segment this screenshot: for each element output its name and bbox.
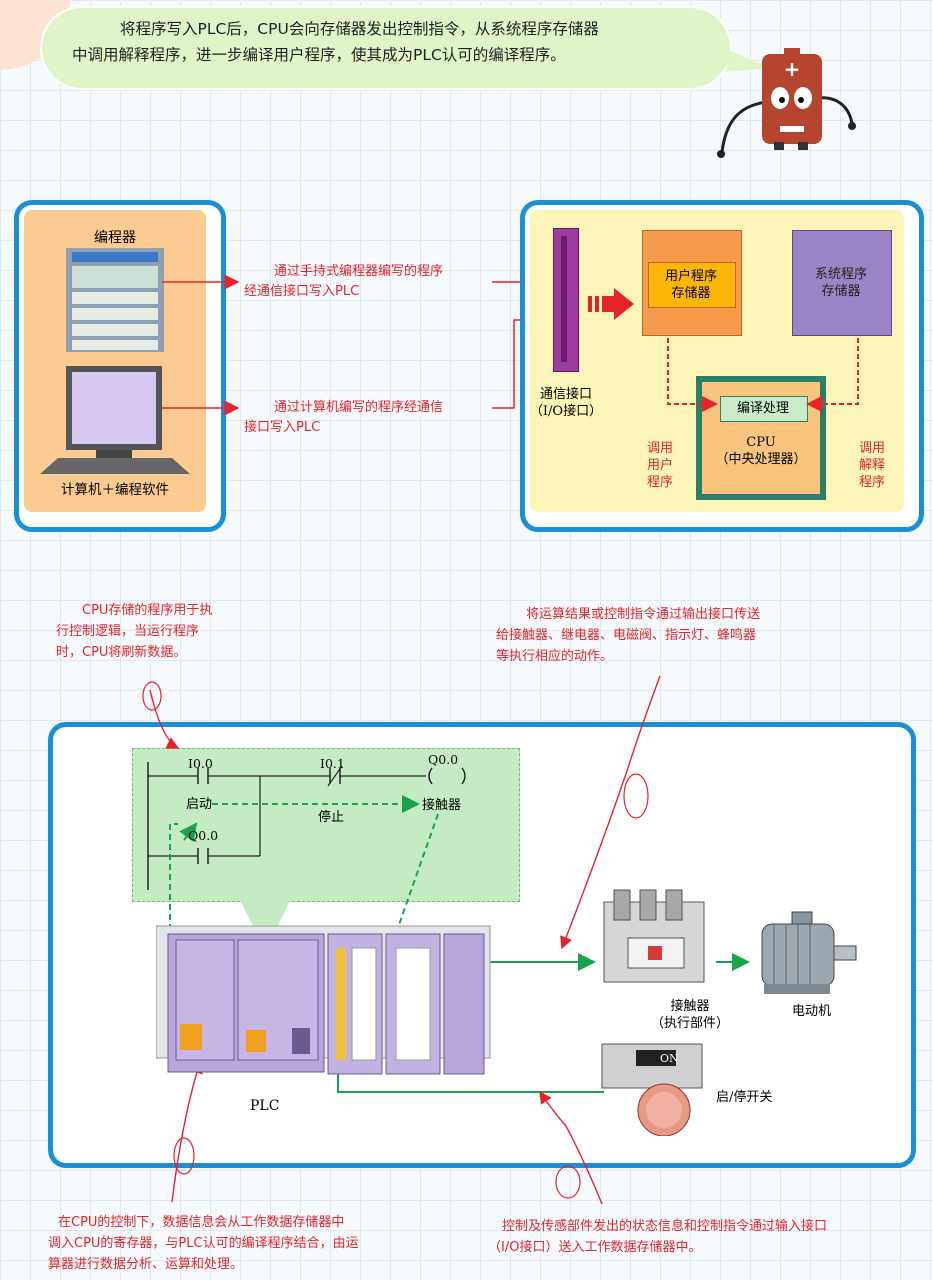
motor-icon [761,911,857,994]
path2-line-1: 通过计算机编写的程序经通信 [274,400,444,415]
cpu-call-arrows [667,338,859,412]
comm-port-slot [561,236,567,362]
system-memory-box [792,230,892,336]
bottom-left-line-3: 算器进行数据分析、运算和处理。 [48,1257,244,1272]
system-memory-label: 系统程序 存储器 [794,266,888,300]
output-line-2: 给接触器、继电器、电磁阀、指示灯、蜂鸣器 [496,628,757,643]
call-interpret-line-1: 调用 [858,441,885,456]
call-interpret-label: 调用 解释 程序 [850,440,894,491]
path1-line-1: 通过手持式编程器编写的程序 [274,264,444,279]
svg-text:+: + [784,57,801,81]
bottom-left-line-1: 在CPU的控制下，数据信息会从工作数据存储器中 [58,1215,345,1230]
ladder-i00-label: 启动 [186,797,213,812]
cpu-logic-line-1: CPU存储的程序用于执 [82,603,213,618]
contactor-line-1: 接触器 [670,999,710,1014]
plc-label: PLC [250,1098,280,1114]
system-memory-line-1: 系统程序 [814,267,867,282]
compile-box [720,396,808,422]
user-memory-line-1: 用户程序 [664,269,717,284]
bottom-left-line-2: 调入CPU的寄存器，与PLC认可的编译程序结合，由运 [48,1236,359,1251]
intro-line-1: 将程序写入PLC后，CPU会向存储器发出控制指令，从系统程序存储器 [120,20,599,38]
cpu-line-1: CPU [746,435,776,450]
path1-line-2: 经通信接口写入PLC [244,284,360,299]
computer-icon [40,366,190,474]
computer-label: 计算机＋编程软件 [61,482,169,498]
battery-mascot-icon: + [717,48,856,158]
call-user-line-1: 调用 [646,441,673,456]
comm-port-label: 通信接口 （I/O接口） [524,386,608,420]
motor-label: 电动机 [792,1004,832,1019]
output-line-1: 将运算结果或控制指令通过输出接口传送 [526,607,761,622]
speech-bubble [40,6,732,90]
speech-tail [726,50,770,72]
programmer-label: 编程器 [94,230,136,246]
bottom-right-note: 控制及传感部件发出的状态信息和控制指令通过输入接口 （I/O接口）送入工作数据存… [488,1216,918,1258]
contactor-line-2: （执行部件） [650,1016,729,1031]
comm-port-line-1: 通信接口 [539,387,592,402]
bottom-left-note: 在CPU的控制下，数据信息会从工作数据存储器中 调入CPU的寄存器，与PLC认可… [48,1212,428,1275]
ladder-i01: I0.1 [320,756,345,771]
start-stop-switch-icon [601,1043,703,1136]
ladder-q00: Q0.0 [428,752,459,767]
path1-text: 通过手持式编程器编写的程序 经通信接口写入PLC [244,262,504,302]
contactor-icon [603,889,705,983]
call-interpret-line-3: 程序 [858,475,885,490]
switch-on-label: ON [660,1052,679,1065]
path2-text: 通过计算机编写的程序经通信 接口写入PLC [244,398,504,438]
ladder-i00: I0.0 [188,756,213,771]
intro-line-2: 中调用解释程序，进一步编译用户程序，使其成为PLC认可的编译程序。 [72,46,566,64]
output-note: 将运算结果或控制指令通过输出接口传送 给接触器、继电器、电磁阀、指示灯、蜂鸣器 … [496,604,836,667]
cpu-line-2: （中央处理器） [715,452,807,467]
cpu-logic-note: CPU存储的程序用于执 行控制逻辑，当运行程序 时，CPU将刷新数据。 [56,600,276,663]
cpu-label: CPU （中央处理器） [700,434,822,468]
bottom-right-line-2: （I/O接口）送入工作数据存储器中。 [488,1240,702,1255]
user-memory-label: 用户程序 存储器 [648,268,734,302]
plc-illustration-icon [156,925,491,1075]
intro-text: 将程序写入PLC后，CPU会向存储器发出控制指令，从系统程序存储器 中调用解释程… [72,16,732,68]
ladder-q00-hold: Q0.0 [188,828,219,843]
system-memory-line-2: 存储器 [821,284,861,299]
bottom-right-line-1: 控制及传感部件发出的状态信息和控制指令通过输入接口 [502,1219,828,1234]
call-user-line-2: 用户 [646,458,673,473]
compile-label: 编译处理 [736,401,789,416]
contactor-label: 接触器 （执行部件） [640,998,740,1032]
call-user-label: 调用 用户 程序 [638,440,682,491]
cpu-logic-line-2: 行控制逻辑，当运行程序 [56,624,200,639]
switch-label: 启/停开关 [716,1090,773,1105]
write-arrow-icon [588,288,634,320]
cpu-logic-line-3: 时，CPU将刷新数据。 [56,645,187,660]
comm-port-line-2: （I/O接口） [529,404,603,419]
programmer-icon [66,248,164,352]
output-line-3: 等执行相应的动作。 [496,649,614,664]
user-memory-line-2: 存储器 [671,286,711,301]
user-memory-label-bg [648,262,736,308]
ladder-i01-label: 停止 [318,810,345,825]
ladder-q00-label: 接触器 [422,798,462,813]
call-interpret-line-2: 解释 [858,458,885,473]
path2-line-2: 接口写入PLC [244,420,321,435]
call-user-line-3: 程序 [646,475,673,490]
